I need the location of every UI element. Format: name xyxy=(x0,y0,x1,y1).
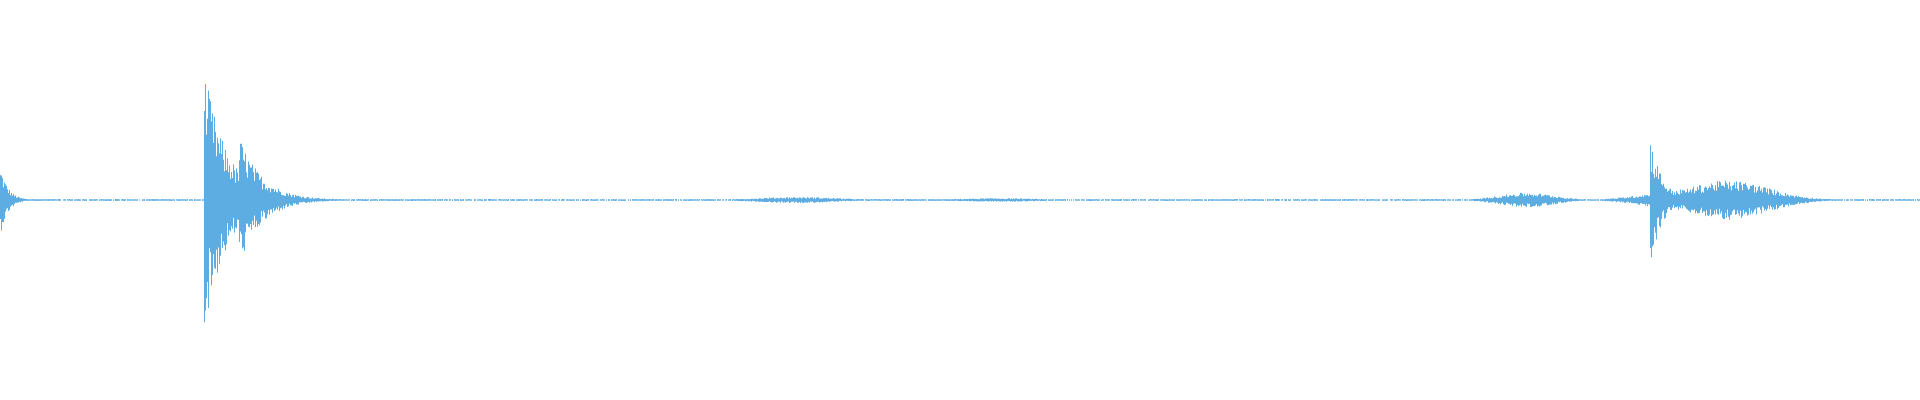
waveform-path xyxy=(0,84,1920,323)
waveform-bars xyxy=(0,84,1920,323)
